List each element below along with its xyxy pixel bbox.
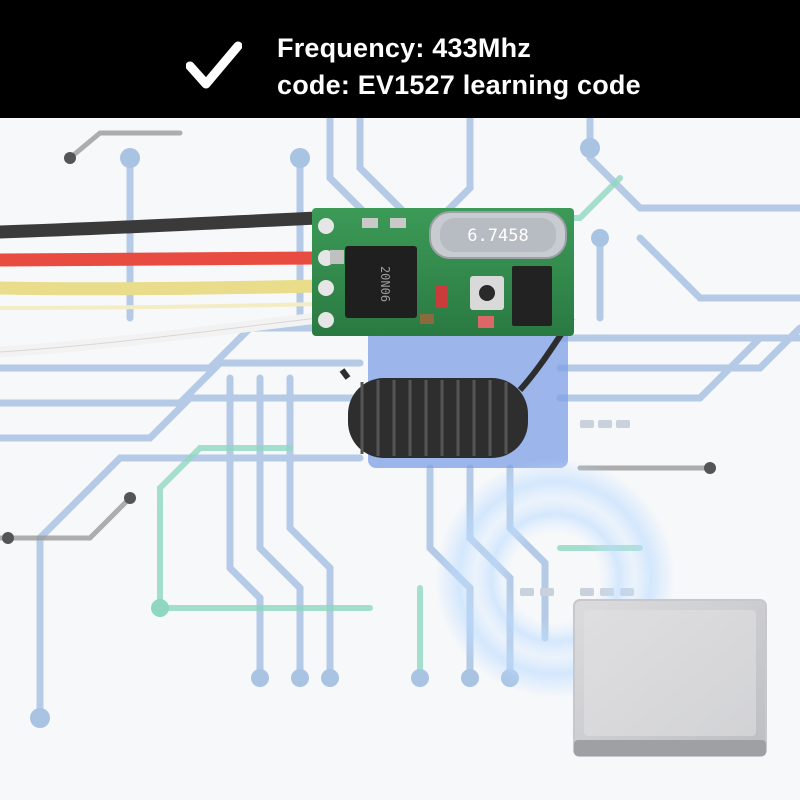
module-wires (0, 211, 325, 358)
frequency-label: Frequency: 433Mhz (277, 33, 531, 63)
chip-label: 20N06 (378, 266, 392, 302)
status-led (436, 286, 448, 308)
transistor-chip (345, 246, 417, 318)
decoder-chip (512, 266, 552, 326)
feature-banner: Frequency: 433Mhz code: EV1527 learning … (0, 0, 800, 118)
feature-text: Frequency: 433Mhz code: EV1527 learning … (277, 30, 641, 104)
crystal-label: 6.7458 (467, 226, 528, 246)
wall-switch (573, 599, 767, 757)
circuit-scene: 6.7458 20N06 (0, 118, 800, 757)
trace-nodes (2, 138, 716, 728)
receiver-module: 6.7458 20N06 (312, 208, 574, 336)
check-icon (186, 41, 242, 89)
coil-antenna (339, 316, 575, 458)
code-label: code: EV1527 learning code (277, 70, 641, 100)
